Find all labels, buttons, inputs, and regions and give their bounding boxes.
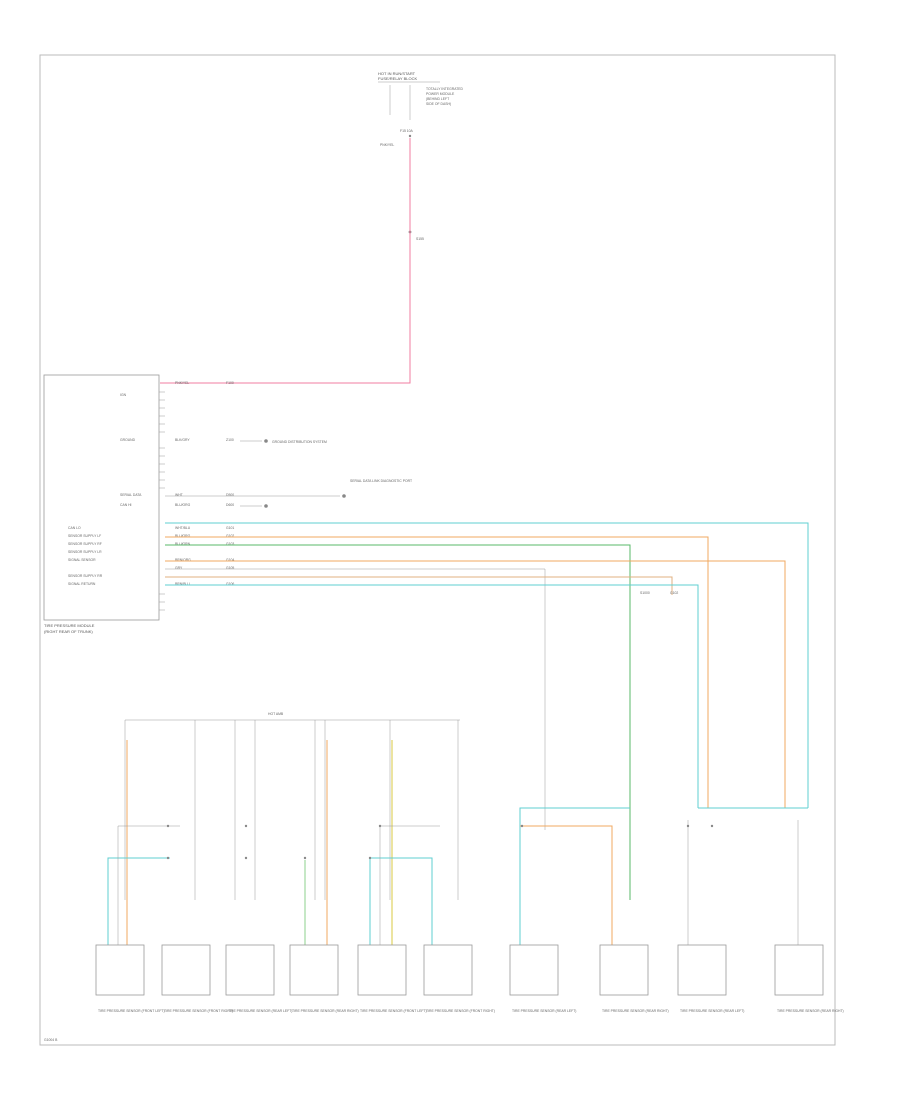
sensor-label-8: TIRE PRESSURE SENSOR (REAR LEFT)	[680, 1009, 744, 1013]
splice-label: S155	[416, 237, 424, 241]
power-source-subtitle: FUSE/RELAY BLOCK	[378, 76, 418, 81]
wire-label-7: BRN/ORG	[175, 558, 191, 562]
power-source-note-3: (BEHIND LEFT	[426, 97, 449, 101]
wire-cyan-a	[165, 522, 809, 808]
sensor-label-7: TIRE PRESSURE SENSOR (REAR RIGHT)	[602, 1009, 669, 1013]
module-pin-label-1: GROUND	[120, 438, 136, 442]
module-pin-label-2: SERIAL DATA	[120, 493, 142, 497]
wire-label-4: WHT/BLU	[175, 526, 191, 530]
sensor-label-1: TIRE PRESSURE SENSOR (FRONT RIGHT)	[164, 1009, 233, 1013]
module-pin-label-4: CAN LO	[68, 526, 81, 530]
sensor-0: TIRE PRESSURE SENSOR (FRONT LEFT)	[95, 944, 165, 1013]
module-location: (RIGHT REAR OF TRUNK)	[44, 629, 93, 634]
sensor-5: TIRE PRESSURE SENSOR (FRONT RIGHT)	[423, 944, 495, 1013]
power-source-note-2: POWER MODULE	[426, 92, 455, 96]
wire-code-0: F100	[226, 381, 234, 385]
wire-orange-a	[165, 536, 709, 808]
module-name: TIRE PRESSURE MODULE	[44, 623, 95, 628]
wire-code-8: G105	[226, 566, 234, 570]
sensor-bus: HOT AMB	[124, 712, 460, 900]
sensor-label-9: TIRE PRESSURE SENSOR (REAR RIGHT)	[777, 1009, 844, 1013]
power-source-note-4: SIDE OF DASH)	[426, 102, 451, 106]
sensor-label-5: TIRE PRESSURE SENSOR (FRONT RIGHT)	[426, 1009, 495, 1013]
power-source-note-1: TOTALLY INTEGRATED	[426, 87, 464, 91]
module-pin-label-5: SENSOR SUPPLY LF	[68, 534, 101, 538]
module-pin-label-10: SIGNAL RETURN	[68, 582, 96, 586]
module-pin-label-7: SENSOR SUPPLY LR	[68, 550, 102, 554]
wire-code-5: G102	[226, 534, 234, 538]
wire-orange-b	[165, 560, 786, 808]
power-wire-label: PNK/YEL	[380, 143, 394, 147]
data-callout: SERIAL DATA LINK DIAGNOSTIC PORT	[165, 479, 412, 508]
sensor-8: TIRE PRESSURE SENSOR (REAR LEFT)	[677, 944, 744, 1013]
wire-code-3: D600	[226, 503, 234, 507]
wire-label-0: PNK/YEL	[175, 381, 189, 385]
wire-gray-a	[165, 568, 546, 830]
wire-code-1: Z100	[226, 438, 234, 442]
wire-tan-a	[165, 576, 673, 595]
power-source-title: HOT IN RUN/START	[378, 71, 416, 76]
sensor-label-4: TIRE PRESSURE SENSOR (FRONT LEFT)	[360, 1009, 427, 1013]
module-pin-label-6: SENSOR SUPPLY RF	[68, 542, 102, 546]
sensor-label-3: TIRE PRESSURE SENSOR (REAR RIGHT)	[292, 1009, 359, 1013]
data-callout-text: SERIAL DATA LINK DIAGNOSTIC PORT	[350, 479, 412, 483]
ground-callout-text: GROUND DISTRIBUTION SYSTEM	[272, 440, 327, 444]
wire-label-2: WHT	[175, 493, 183, 497]
module-pin-label-8: SIGNAL SENSOR	[68, 558, 96, 562]
sensor-label-6: TIRE PRESSURE SENSOR (REAR LEFT)	[512, 1009, 576, 1013]
bus-label: HOT AMB	[268, 712, 284, 716]
module-pin-label-9: SENSOR SUPPLY RR	[68, 574, 103, 578]
module-wire-labels: PNK/YEL F100 BLK/GRY Z100 WHT D500 BLU/O…	[175, 381, 234, 586]
diagram-footer: G1004 B	[44, 1038, 58, 1042]
wire-cyan-b	[165, 584, 699, 808]
wire-label-8: GRY	[175, 566, 183, 570]
power-source: HOT IN RUN/START FUSE/RELAY BLOCK TOTALL…	[378, 71, 464, 241]
sensor-7: TIRE PRESSURE SENSOR (REAR RIGHT)	[599, 944, 669, 1013]
wire-label-6: BLU/GRN	[175, 542, 191, 546]
wire-code-4: G101	[226, 526, 234, 530]
sensor-1: TIRE PRESSURE SENSOR (FRONT RIGHT)	[161, 944, 233, 1013]
module-box	[43, 374, 160, 621]
wire-code-9: G106	[226, 582, 234, 586]
sensor-row: TIRE PRESSURE SENSOR (FRONT LEFT) TIRE P…	[95, 944, 844, 1013]
wire-label-9: BRN/BLU	[175, 582, 190, 586]
module-pin-label-0: IGN	[120, 393, 127, 397]
harness-wires: S1000 G102	[165, 522, 809, 900]
pin-label-g: G102	[670, 591, 678, 595]
wire-green-a	[165, 544, 631, 900]
wire-label-3: BLU/ORG	[175, 503, 191, 507]
sensor-6: TIRE PRESSURE SENSOR (REAR LEFT)	[509, 944, 576, 1013]
sensor-4: TIRE PRESSURE SENSOR (FRONT LEFT)	[357, 944, 427, 1013]
sensor-3: TIRE PRESSURE SENSOR (REAR RIGHT)	[289, 944, 359, 1013]
diagram-frame	[39, 54, 836, 1046]
fuse-pin-label: F15 10A	[400, 129, 414, 133]
sensor-2: TIRE PRESSURE SENSOR (REAR LEFT)	[225, 944, 292, 1013]
wire-code-2: D500	[226, 493, 234, 497]
tire-pressure-module: TIRE PRESSURE MODULE (RIGHT REAR OF TRUN…	[43, 374, 165, 634]
sensor-drops	[107, 740, 808, 945]
sensor-label-0: TIRE PRESSURE SENSOR (FRONT LEFT)	[98, 1009, 165, 1013]
sensor-9: TIRE PRESSURE SENSOR (REAR RIGHT)	[774, 944, 844, 1013]
wire-code-6: G103	[226, 542, 234, 546]
ground-callout: GROUND DISTRIBUTION SYSTEM	[240, 439, 327, 444]
module-pin-label-3: CAN HI	[120, 503, 132, 507]
pin-label-s: S1000	[640, 591, 650, 595]
sensor-label-2: TIRE PRESSURE SENSOR (REAR LEFT)	[228, 1009, 292, 1013]
module-pin-stubs	[159, 391, 165, 611]
wire-code-7: G104	[226, 558, 234, 562]
wire-label-1: BLK/GRY	[175, 438, 190, 442]
wire-label-5: BLU/ORG	[175, 534, 191, 538]
power-wire	[160, 138, 411, 384]
